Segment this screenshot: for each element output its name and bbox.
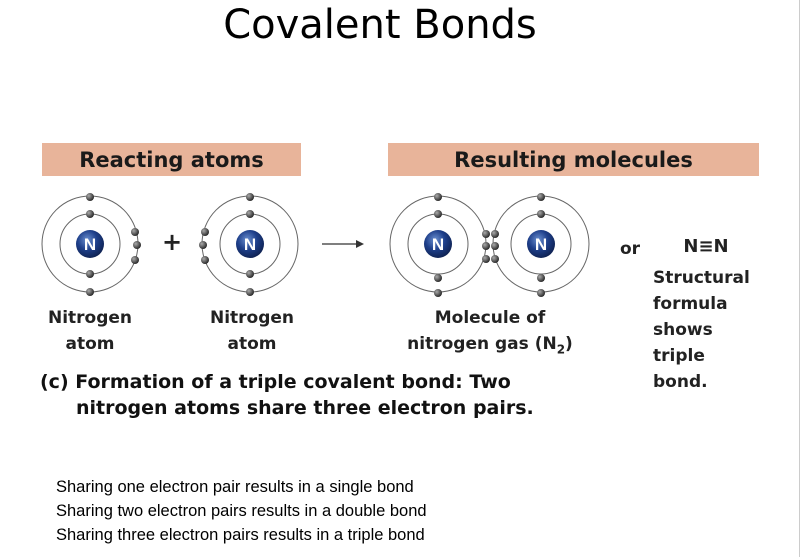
caption-line: nitrogen atoms share three electron pair… — [76, 397, 534, 419]
label-line: Nitrogen — [47, 308, 133, 328]
label-line: triple — [653, 346, 705, 366]
bohr-diagram: N N N N + or N≡N — [41, 193, 729, 297]
bullet-text: Sharing two electron pairs results in a … — [56, 502, 427, 520]
atom2-label: Nitrogen atom — [192, 305, 312, 357]
plus-sign: + — [162, 228, 182, 256]
label-line: atom — [227, 334, 277, 354]
nucleus — [424, 230, 452, 258]
atom-symbol: N — [535, 235, 547, 254]
figure-caption: (c) Formation of a triple covalent bond:… — [40, 369, 534, 421]
label-line: formula — [653, 294, 728, 314]
resulting-molecules-header: Resulting molecules — [388, 143, 759, 176]
label-line: Nitrogen — [209, 308, 295, 328]
slide-title: Covalent Bonds — [223, 2, 537, 48]
label-line: Structural — [653, 268, 750, 288]
bullet-text: Sharing three electron pairs results in … — [56, 526, 425, 544]
atom-symbol: N — [244, 235, 256, 254]
structural-formula: N≡N — [683, 236, 728, 257]
reacting-atoms-header: Reacting atoms — [42, 143, 301, 176]
nucleus — [236, 230, 264, 258]
nuclei — [76, 230, 555, 258]
label-line: shows — [653, 320, 713, 340]
label-line: nitrogen gas (N2) — [407, 334, 573, 357]
atom1-label: Nitrogen atom — [30, 305, 150, 357]
atom-symbol: N — [84, 235, 96, 254]
bullet-text: Sharing one electron pair results in a s… — [56, 478, 414, 496]
label-line: Molecule of — [434, 308, 546, 328]
atom-symbol: N — [432, 235, 444, 254]
structural-label: Structural formula shows triple bond. — [653, 265, 750, 395]
or-label: or — [620, 239, 641, 259]
nucleus — [527, 230, 555, 258]
electron-shells — [41, 195, 590, 293]
label-line: atom — [65, 334, 115, 354]
arrow-icon — [322, 240, 364, 248]
label-line: bond. — [653, 372, 708, 392]
electrons — [86, 193, 545, 297]
caption-line: (c) Formation of a triple covalent bond:… — [40, 371, 511, 393]
nucleus — [76, 230, 104, 258]
molecule-label: Molecule of nitrogen gas (N2) — [400, 305, 580, 362]
